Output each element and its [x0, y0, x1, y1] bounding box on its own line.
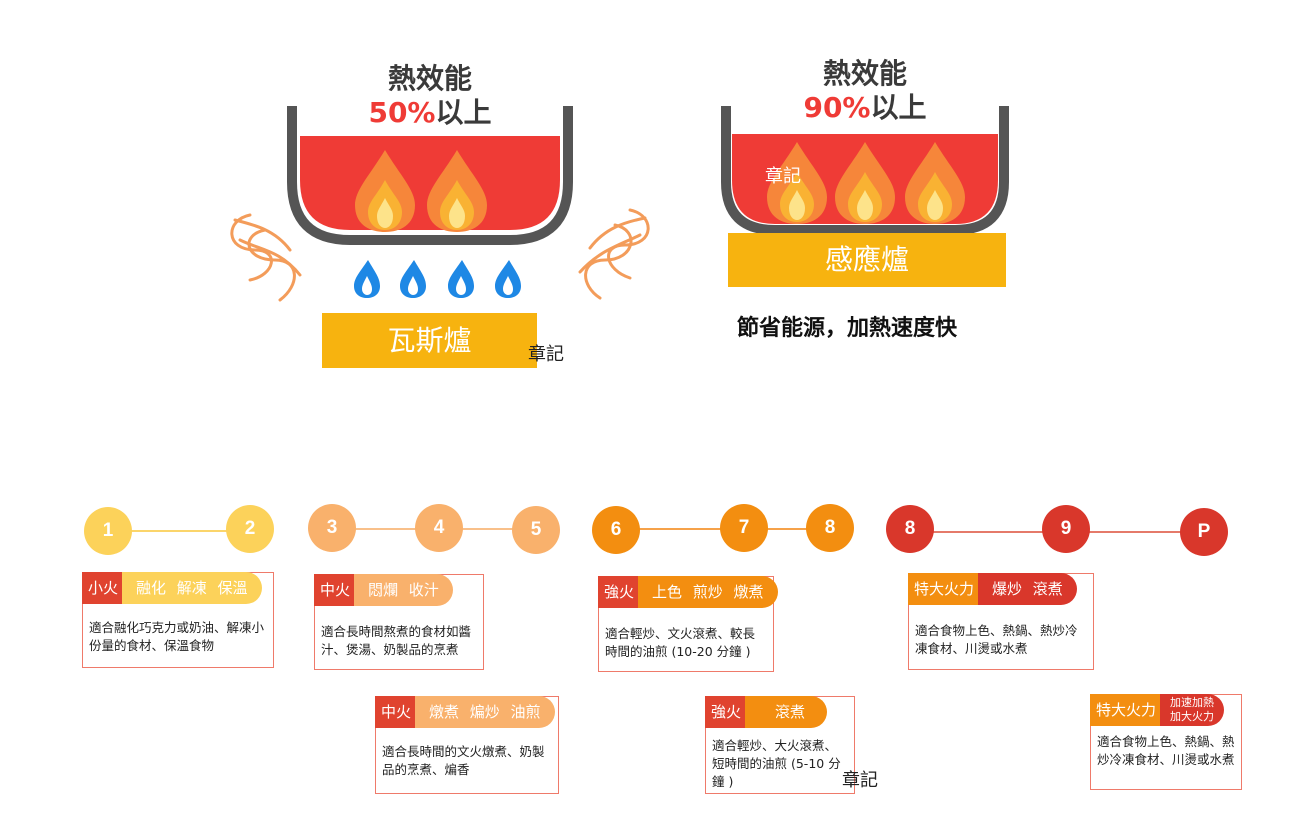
level-circle: 4	[415, 504, 463, 552]
pot-flame-icon	[355, 150, 415, 232]
induction-stove-label: 感應爐	[824, 243, 909, 276]
heat-card-desc: 適合長時間的文火燉煮、奶製品的烹煮、煸香	[382, 744, 545, 777]
heat-card-desc: 適合輕炒、文火滾煮、較長時間的油煎 (10-20 分鐘 )	[605, 626, 756, 659]
heat-card-level: 強火	[705, 696, 748, 728]
heat-card-uses: 上色 煎炒 燉煮	[638, 576, 778, 608]
induction-stove-block: 感應爐	[728, 233, 1006, 287]
level-circle: 9	[1042, 505, 1090, 553]
blue-flame-icon	[354, 260, 380, 298]
heat-card-level: 中火	[375, 696, 418, 728]
heat-card: 強火 滾煮 適合輕炒、大火滾煮、短時間的油煎 (5-10 分鐘 )	[705, 696, 855, 794]
heat-card-uses: 加速加熱 加大火力	[1160, 694, 1225, 726]
heat-card: 小火 融化 解凍 保溫 適合融化巧克力或奶油、解凍小份量的食材、保溫食物	[82, 572, 274, 668]
heat-card-uses: 燉煮 煸炒 油煎	[415, 696, 555, 728]
heat-card-level: 特大火力	[1090, 694, 1163, 726]
level-circle: 8	[886, 505, 934, 553]
gas-pot-illustration	[230, 106, 650, 302]
level-circle: 7	[720, 504, 768, 552]
gas-note: 章記	[528, 344, 564, 365]
gas-stove-label: 瓦斯爐	[387, 324, 472, 357]
pot-flame-icon	[427, 150, 487, 232]
steam-right-icon	[578, 208, 650, 300]
gas-efficiency-label: 熱效能	[387, 62, 472, 95]
pot-flame-icon	[767, 142, 827, 224]
blue-flame-icon	[448, 260, 474, 298]
heat-card-level: 特大火力	[908, 573, 981, 605]
bottom-note: 章記	[842, 770, 878, 791]
heat-card-desc: 適合食物上色、熱鍋、熱炒冷凍食材、川燙或水煮	[1097, 734, 1235, 767]
induction-efficiency-title: 熱效能 90%以上	[765, 57, 965, 125]
heat-card-desc: 適合食物上色、熱鍋、熱炒冷凍食材、川燙或水煮	[915, 623, 1078, 656]
level-circle: 8	[806, 504, 854, 552]
level-circle: 2	[226, 505, 274, 553]
heat-card: 中火 燉煮 煸炒 油煎 適合長時間的文火燉煮、奶製品的烹煮、煸香	[375, 696, 559, 794]
heat-card-desc: 適合融化巧克力或奶油、解凍小份量的食材、保溫食物	[89, 620, 265, 653]
heat-card-level: 中火	[314, 574, 357, 606]
gas-pot-outline	[287, 106, 573, 245]
blue-flame-icon	[400, 260, 426, 298]
heat-card-uses: 融化 解凍 保溫	[122, 572, 262, 604]
level-circle: 1	[84, 507, 132, 555]
induction-efficiency-percent: 90%	[803, 91, 871, 124]
induction-caption: 節省能源，加熱速度快	[737, 316, 958, 341]
induction-pot-illustration	[721, 106, 1009, 235]
pot-flame-icon	[835, 142, 895, 224]
steam-left-icon	[230, 213, 302, 302]
induction-efficiency-suffix: 以上	[870, 91, 927, 124]
induction-note: 章記	[765, 166, 801, 187]
heat-card: 特大火力 爆炒 滾煮 適合食物上色、熱鍋、熱炒冷凍食材、川燙或水煮	[908, 573, 1094, 670]
level-circle: P	[1180, 508, 1228, 556]
heat-card: 特大火力 加速加熱 加大火力 適合食物上色、熱鍋、熱炒冷凍食材、川燙或水煮	[1090, 694, 1242, 790]
heat-card: 中火 悶爛 收汁 適合長時間熬煮的食材如醬汁、煲湯、奶製品的烹煮	[314, 574, 484, 670]
gas-stove-block: 瓦斯爐	[322, 313, 537, 368]
heat-card: 強火 上色 煎炒 燉煮 適合輕炒、文火滾煮、較長時間的油煎 (10-20 分鐘 …	[598, 576, 778, 672]
level-circle: 6	[592, 506, 640, 554]
gas-efficiency-title: 熱效能 50%以上	[330, 62, 530, 130]
heat-card-level: 小火	[82, 572, 125, 604]
heat-card-desc: 適合長時間熬煮的食材如醬汁、煲湯、奶製品的烹煮	[321, 624, 472, 657]
heat-card-desc: 適合輕炒、大火滾煮、短時間的油煎 (5-10 分鐘 )	[712, 738, 841, 789]
gas-efficiency-percent: 50%	[368, 96, 436, 129]
level-circle: 5	[512, 506, 560, 554]
blue-flame-icon	[495, 260, 521, 298]
level-circle: 3	[308, 504, 356, 552]
track-line	[108, 530, 248, 532]
gas-efficiency-suffix: 以上	[435, 96, 492, 129]
induction-pot-outline	[721, 106, 1009, 235]
heat-card-uses: 爆炒 滾煮	[978, 573, 1077, 605]
heat-card-uses: 悶爛 收汁	[354, 574, 453, 606]
heat-card-level: 強火	[598, 576, 641, 608]
induction-efficiency-label: 熱效能	[822, 57, 907, 90]
pot-flame-icon	[905, 142, 965, 224]
heat-card-uses: 滾煮	[745, 696, 828, 728]
